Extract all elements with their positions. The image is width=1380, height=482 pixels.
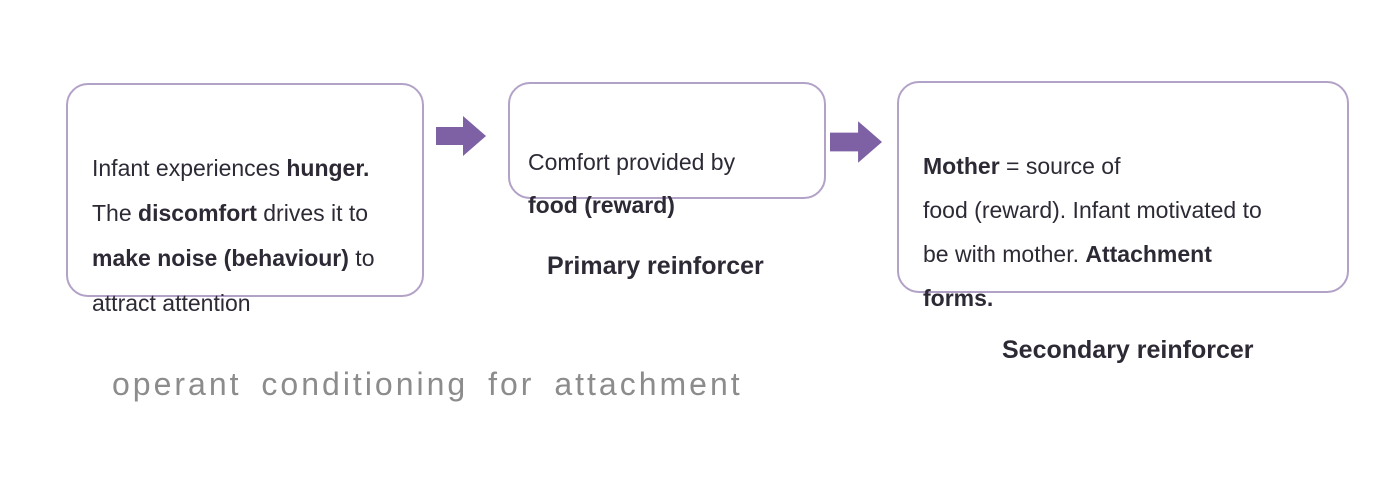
box-secondary-reinforcer-text: Mother = source of food (reward). Infant…	[923, 153, 1262, 311]
label-secondary-reinforcer: Secondary reinforcer	[1002, 336, 1254, 364]
diagram-caption: operant conditioning for attachment	[112, 366, 743, 402]
right-arrow-icon	[830, 121, 882, 163]
box-primary-reinforcer: Comfort provided by food (reward)	[508, 82, 826, 218]
right-arrow-icon	[436, 116, 486, 156]
label-primary-reinforcer: Primary reinforcer	[547, 252, 764, 280]
box-secondary-reinforcer: Mother = source of food (reward). Infant…	[897, 81, 1349, 311]
box-behaviour: Infant experiences hunger. The discomfor…	[66, 83, 424, 316]
box-behaviour-text: Infant experiences hunger. The discomfor…	[92, 155, 375, 316]
box-primary-reinforcer-text: Comfort provided by food (reward)	[528, 149, 736, 218]
